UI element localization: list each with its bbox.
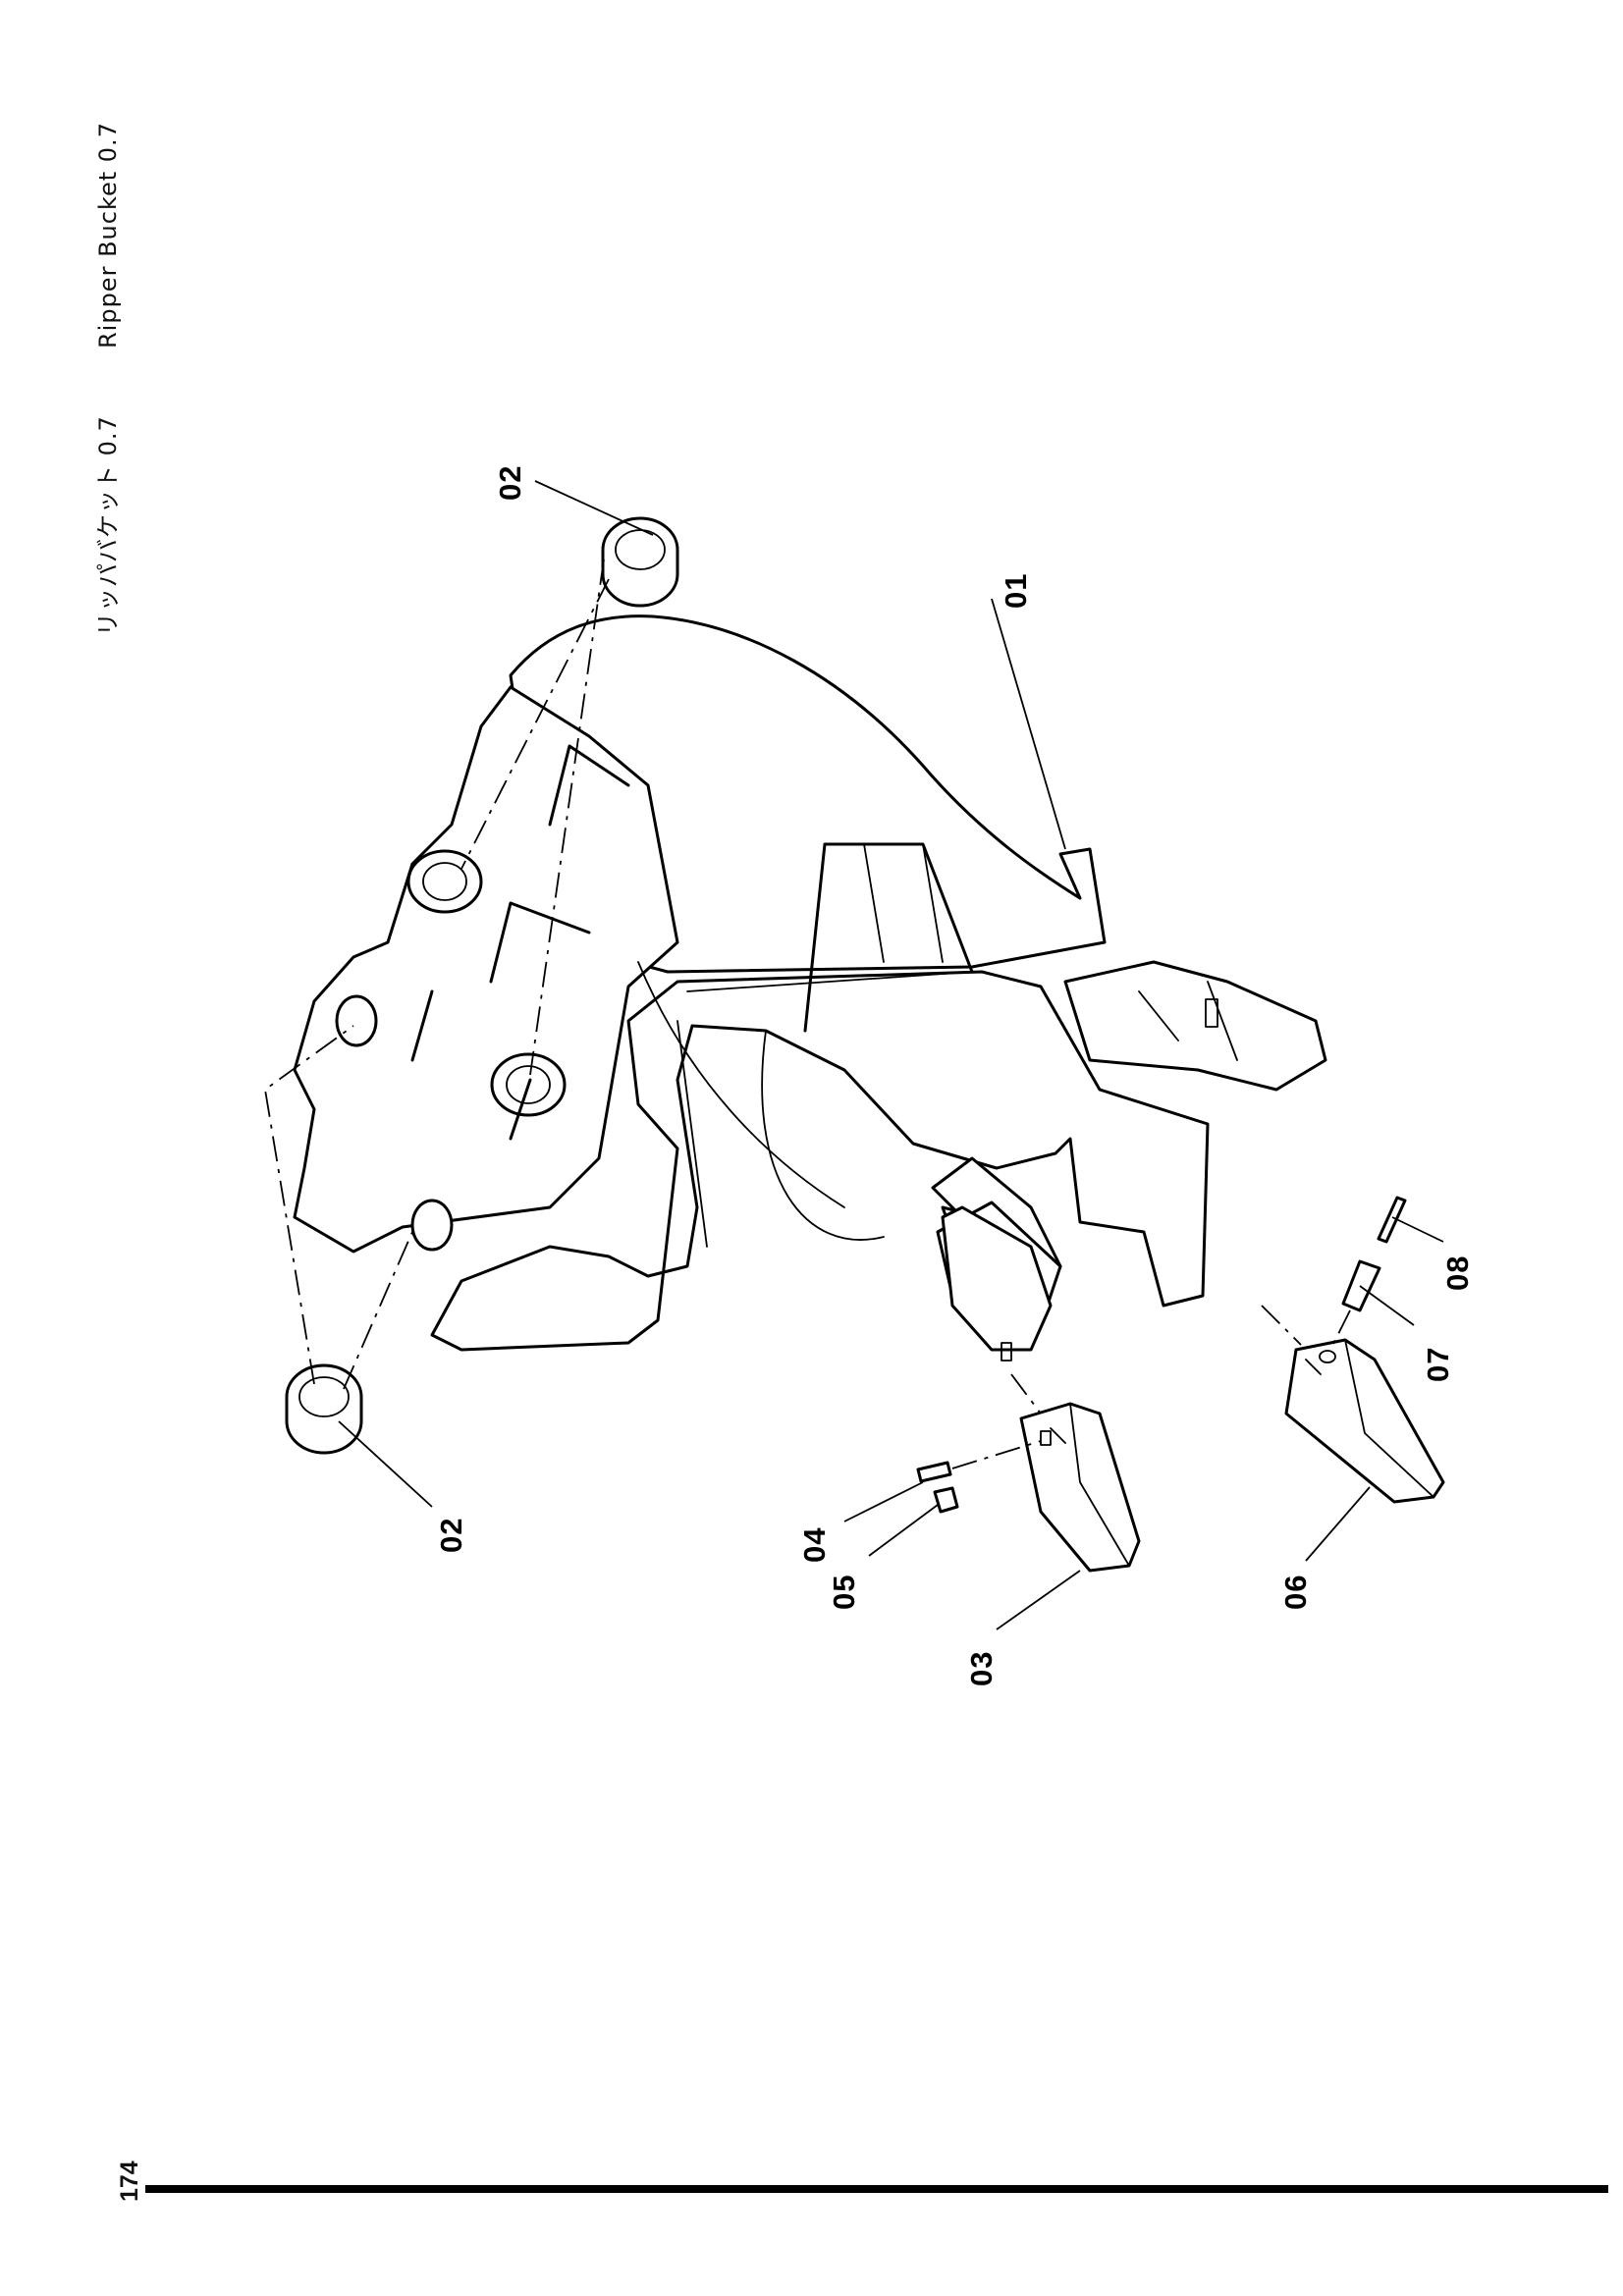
- bushing-top-right: [601, 516, 679, 608]
- pin-04: [916, 1461, 952, 1483]
- callouts: 01 02 02 03 04 05 06 07 08: [434, 465, 1475, 1686]
- tooth-03: [1019, 1402, 1141, 1573]
- leader-lines: [338, 480, 1444, 1630]
- callout-06: 06: [1278, 1575, 1313, 1610]
- bushing-bottom-left: [285, 1363, 363, 1455]
- ripper-shank-upper: [1063, 960, 1327, 1092]
- header-title-ja: リッパバケット 0.7: [94, 415, 122, 636]
- callout-01: 01: [999, 573, 1033, 609]
- header-title-en: Ripper Bucket 0.7: [94, 122, 122, 348]
- callout-08: 08: [1440, 1255, 1475, 1291]
- callout-04: 04: [797, 1527, 832, 1563]
- callout-02-bottom: 02: [434, 1518, 468, 1553]
- pin-08: [1377, 1196, 1407, 1244]
- callout-05: 05: [827, 1575, 861, 1610]
- ripper-tooth-left-mounted: [941, 1205, 1053, 1362]
- callout-02-top: 02: [493, 465, 527, 501]
- callout-03: 03: [964, 1651, 999, 1686]
- callout-07: 07: [1421, 1347, 1455, 1382]
- footer-rule: [145, 2185, 1608, 2193]
- page-number: 174: [116, 2161, 143, 2202]
- tooth-06: [1284, 1338, 1445, 1504]
- lock-05: [933, 1486, 959, 1514]
- page-header: リッパバケット 0.7 Ripper Bucket 0.7: [94, 122, 122, 636]
- bucket-body: [293, 614, 1210, 1352]
